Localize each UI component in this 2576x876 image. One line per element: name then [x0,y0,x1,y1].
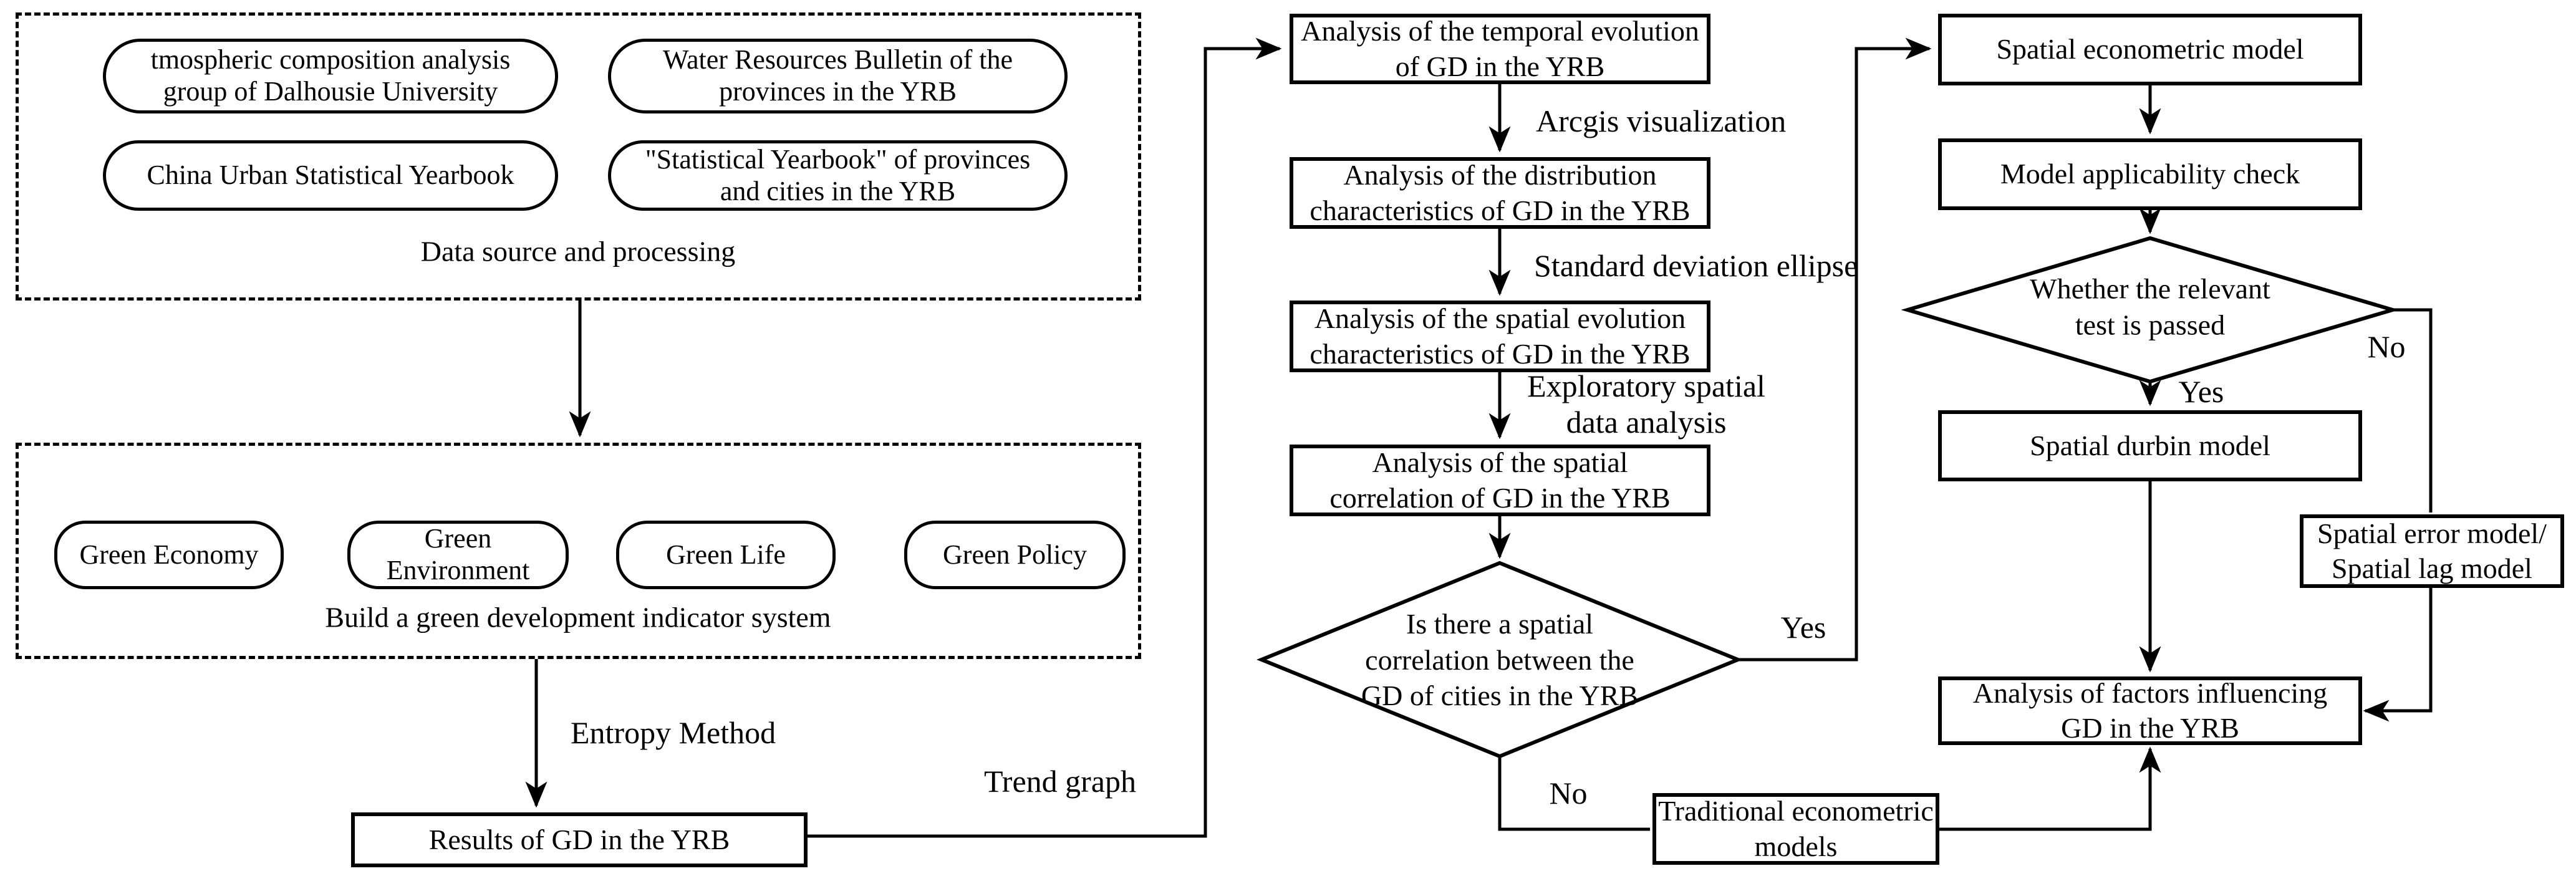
node-factors-analysis: Analysis of factors influencing GD in th… [1938,676,2362,745]
label-trend-graph: Trend graph [984,764,1136,799]
indicator-system-group [16,443,1141,659]
node-model-applicability-check: Model applicability check [1938,138,2362,210]
indicator-green-policy: Green Policy [904,521,1126,589]
label-no-mid: No [1549,776,1588,811]
indicator-green-environment: Green Environment [347,521,569,589]
node-traditional-models: Traditional econometric models [1652,793,1939,865]
decision-test-passed-text: Whether the relevant test is passed [2030,272,2270,341]
source-china-yearbook: China Urban Statistical Yearbook [103,140,558,211]
edge-no-mid [1498,756,1650,831]
edge-trend [808,37,1282,838]
indicator-green-life: Green Life [616,521,836,589]
data-source-caption: Data source and processing [420,235,736,267]
decision-spatial-correlation-diamond [1257,561,1743,759]
indicator-system-caption: Build a green development indicator syst… [325,601,831,633]
node-results: Results of GD in the YRB [351,812,808,867]
node-temporal-evolution: Analysis of the temporal evolution of GD… [1290,14,1710,84]
edge-no-right [2393,308,2433,513]
data-source-group [16,12,1141,301]
label-standard-deviation-ellipse: Standard deviation ellipse [1534,248,1858,283]
decision-test-passed-diamond [1901,236,2400,384]
node-distribution: Analysis of the distribution characteris… [1290,157,1710,229]
label-exploratory-spatial-data-analysis: Exploratory spatial data analysis [1527,368,1765,440]
edge-yes-mid [1738,37,1932,662]
label-entropy-method: Entropy Method [571,715,776,750]
node-spatial-error-lag-model: Spatial error model/ Spatial lag model [2300,514,2564,588]
edge-errlag-to-factors [2363,588,2433,722]
node-spatial-correlation: Analysis of the spatial correlation of G… [1290,445,1710,516]
source-provincial-yearbook: "Statistical Yearbook" of provinces and … [608,140,1068,211]
edge-traditional-to-factors [1939,746,2161,831]
label-no-right: No [2367,329,2406,364]
node-spatial-evolution: Analysis of the spatial evolution charac… [1290,301,1710,372]
label-arcgis-visualization: Arcgis visualization [1536,103,1787,138]
label-yes-right: Yes [2178,374,2224,409]
node-spatial-durbin-model: Spatial durbin model [1938,410,2362,481]
label-yes-mid: Yes [1780,610,1826,645]
decision-spatial-correlation-text: Is there a spatial correlation between t… [1361,607,1639,711]
source-dalhousie: tmospheric composition analysis group of… [103,39,558,113]
source-water-bulletin: Water Resources Bulletin of the province… [608,39,1068,113]
indicator-green-economy: Green Economy [54,521,284,589]
node-spatial-econometric-model: Spatial econometric model [1938,14,2362,85]
